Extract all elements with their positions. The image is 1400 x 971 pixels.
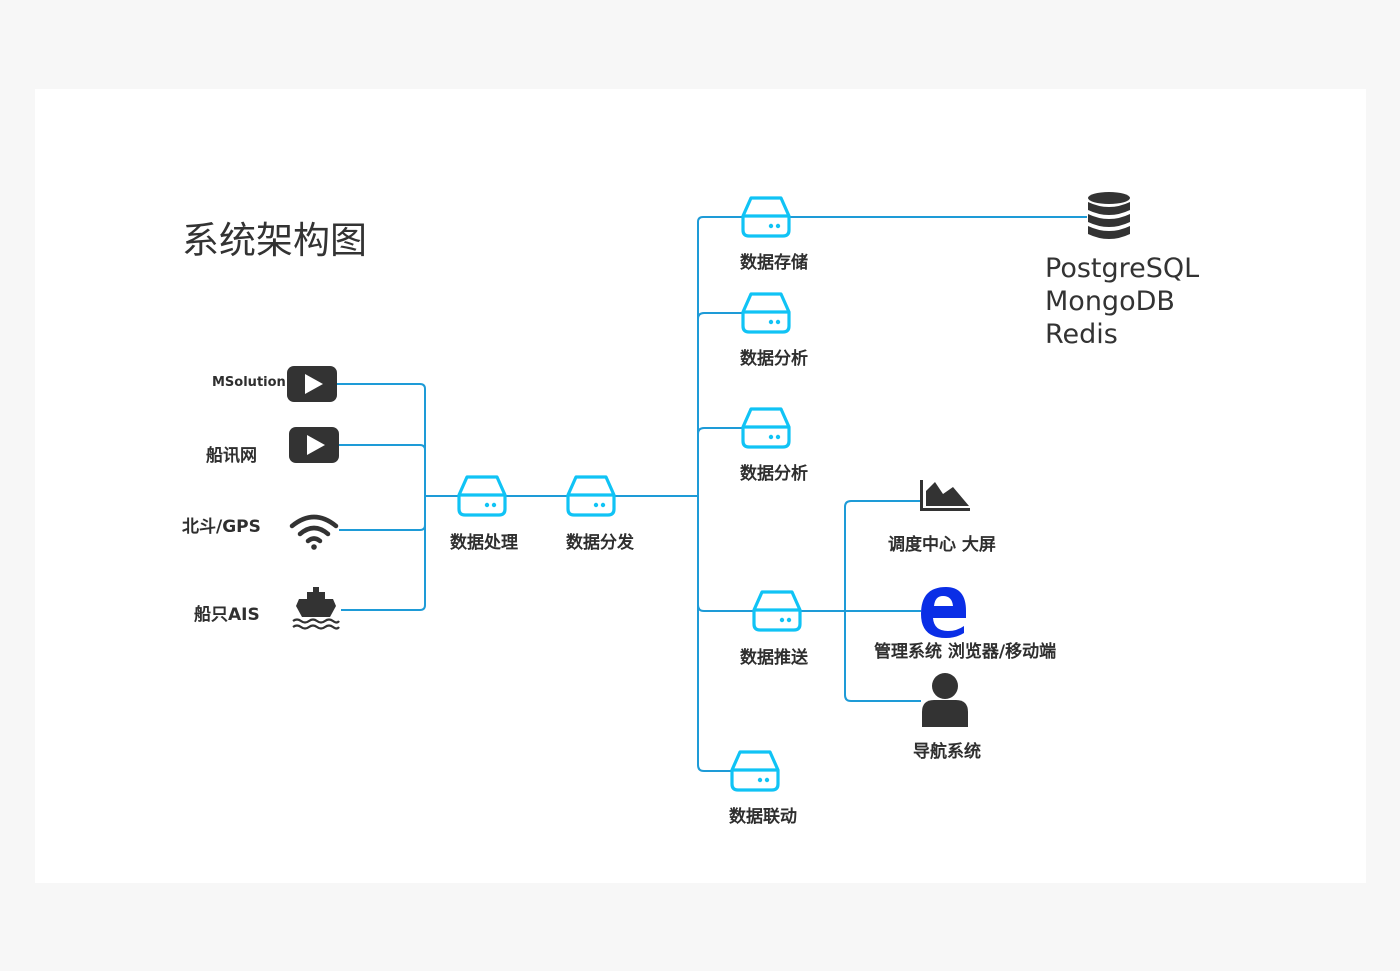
diagram-canvas: 系统架构图 MSolution 船讯网 北斗/GPS 船只AIS 数据处理 数据…	[35, 89, 1366, 883]
linkage-server-icon	[730, 750, 780, 792]
process-server-icon	[457, 475, 507, 517]
connector-linkage	[697, 496, 732, 772]
analysis-server-icon-2	[741, 407, 791, 449]
source-label-ais: 船只AIS	[194, 605, 260, 625]
page-title: 系统架构图	[182, 219, 367, 262]
database-item: MongoDB	[1045, 286, 1175, 317]
analysis-label-1: 数据分析	[740, 349, 808, 369]
database-icon	[1088, 192, 1130, 239]
source-label-msolution: MSolution	[212, 375, 286, 390]
distribute-label: 数据分发	[566, 533, 634, 553]
push-label: 数据推送	[740, 648, 808, 668]
ship-icon	[292, 587, 340, 630]
client-label-navigation: 导航系统	[913, 742, 981, 762]
database-item: PostgreSQL	[1045, 253, 1200, 284]
database-item: Redis	[1045, 319, 1118, 350]
connector-shipxy	[339, 444, 426, 496]
play-icon	[287, 366, 337, 402]
database-list: PostgreSQL MongoDB Redis	[1045, 252, 1199, 351]
client-label-management: 管理系统 浏览器/移动端	[874, 642, 1057, 662]
user-icon	[922, 673, 968, 727]
analysis-label-2: 数据分析	[740, 464, 808, 484]
storage-label: 数据存储	[740, 253, 808, 273]
source-label-beidou: 北斗/GPS	[182, 517, 261, 537]
process-label: 数据处理	[450, 533, 518, 553]
edge-browser-icon	[921, 587, 966, 638]
wifi-icon	[289, 514, 339, 550]
connector-navigation	[844, 611, 921, 702]
connector-ais	[341, 496, 426, 611]
diagram-svg	[287, 192, 1130, 792]
play-icon	[289, 427, 339, 463]
connector-analysis-2	[697, 427, 743, 435]
distribute-server-icon	[566, 475, 616, 517]
connector-beidou	[339, 496, 426, 531]
analysis-server-icon-1	[741, 292, 791, 334]
connector-storage	[697, 216, 1087, 496]
client-label-dispatch: 调度中心 大屏	[888, 535, 996, 555]
push-server-icon	[752, 590, 802, 632]
connector-lines	[337, 216, 1087, 772]
storage-server-icon	[741, 196, 791, 238]
connector-analysis-1	[697, 312, 743, 320]
source-label-shipxy: 船讯网	[206, 446, 257, 466]
linkage-label: 数据联动	[729, 807, 797, 827]
area-chart-icon	[920, 480, 970, 511]
connector-msolution	[337, 383, 426, 496]
connector-dispatch	[844, 500, 921, 611]
